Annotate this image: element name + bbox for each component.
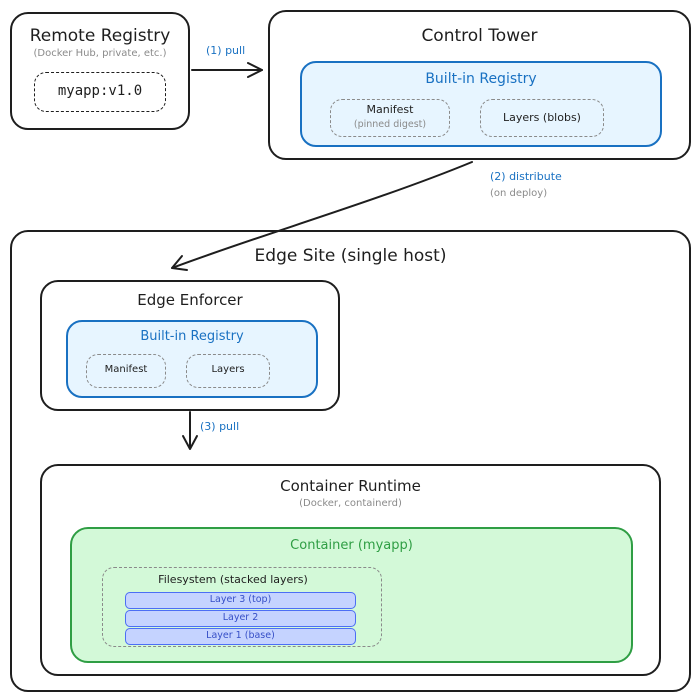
image-tag: myapp:v1.0 [57, 83, 143, 99]
control-tower-registry: Built-in Registry Manifest (pinned diges… [300, 61, 662, 147]
remote-registry-subtitle: (Docker Hub, private, etc.) [33, 48, 167, 59]
layer-1: Layer 1 (base) [125, 628, 356, 645]
layer-1-label: Layer 1 (base) [206, 630, 275, 641]
edge-enforcer-layers: Layers [186, 354, 270, 388]
control-tower-manifest: Manifest (pinned digest) [330, 99, 450, 137]
layer-2: Layer 2 [125, 610, 356, 627]
pull-arrowhead [247, 62, 263, 78]
edge-enforcer-layers-label: Layers [211, 364, 245, 375]
distribute-arrowhead [171, 255, 188, 271]
edge-enforcer-box: Edge Enforcer Built-in Registry Manifest… [40, 280, 340, 411]
local-pull-arrowhead [182, 435, 198, 450]
control-tower-manifest-note: (pinned digest) [353, 119, 427, 130]
image-tag-box: myapp:v1.0 [34, 72, 166, 112]
control-tower-manifest-label: Manifest [366, 103, 414, 116]
control-tower-box: Control Tower Built-in Registry Manifest… [268, 10, 691, 160]
pull-label: (1) pull [206, 44, 246, 57]
filesystem-box: Filesystem (stacked layers) Layer 3 (top… [102, 567, 382, 647]
local-pull-label: (3) pull [200, 420, 240, 433]
edge-enforcer-registry: Built-in Registry Manifest Layers [66, 320, 318, 398]
distribute-arrow [171, 161, 473, 269]
container-runtime-box: Container Runtime (Docker, containerd) C… [40, 464, 661, 676]
edge-enforcer-registry-title: Built-in Registry [140, 329, 244, 344]
control-tower-layers: Layers (blobs) [480, 99, 604, 137]
edge-enforcer-manifest-label: Manifest [104, 364, 148, 375]
distribute-note: (on deploy) [490, 188, 548, 199]
distribute-label: (2) distribute [490, 170, 562, 183]
layer-3-label: Layer 3 (top) [209, 594, 272, 605]
container-runtime-subtitle: (Docker, containerd) [299, 498, 402, 509]
control-tower-title: Control Tower [421, 26, 538, 46]
remote-registry-box: Remote Registry (Docker Hub, private, et… [10, 12, 190, 130]
edge-enforcer-manifest: Manifest [86, 354, 166, 388]
control-tower-registry-title: Built-in Registry [425, 71, 537, 87]
container-title: Container (myapp) [290, 538, 413, 553]
layer-2-label: Layer 2 [222, 612, 259, 623]
container-runtime-title: Container Runtime [280, 477, 421, 495]
container-box: Container (myapp) Filesystem (stacked la… [70, 527, 633, 663]
layer-3: Layer 3 (top) [125, 592, 356, 609]
remote-registry-title: Remote Registry [29, 26, 171, 46]
filesystem-title: Filesystem (stacked layers) [158, 573, 308, 586]
edge-site-title: Edge Site (single host) [254, 246, 447, 266]
control-tower-layers-label: Layers (blobs) [503, 111, 581, 124]
edge-enforcer-title: Edge Enforcer [137, 291, 243, 309]
